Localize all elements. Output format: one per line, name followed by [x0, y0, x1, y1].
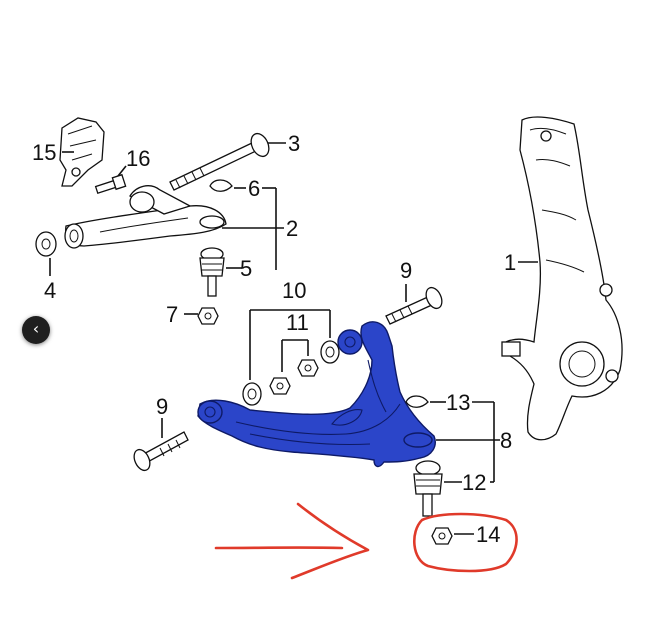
steering-knuckle-part: [501, 116, 623, 441]
label-4: 4: [44, 278, 56, 303]
bushing-10-left-part: [242, 382, 262, 406]
label-9-lower: 9: [156, 394, 168, 419]
upper-control-arm-part: [64, 185, 227, 249]
bolt-3-part: [169, 132, 270, 191]
ball-joint-12-part: [413, 460, 443, 517]
label-12: 12: [462, 470, 486, 495]
label-9-upper: 9: [400, 258, 412, 283]
label-8: 8: [500, 428, 512, 453]
chevron-left-icon[interactable]: ‹: [22, 316, 50, 344]
nut-14-part: [431, 527, 453, 545]
label-7: 7: [166, 302, 178, 327]
label-3: 3: [288, 131, 300, 156]
lower-control-arm-part: [197, 321, 436, 468]
back-glyph: ‹: [32, 319, 40, 338]
leader-16: [117, 165, 127, 177]
label-5: 5: [240, 256, 252, 281]
label-1: 1: [504, 250, 516, 275]
shield-bracket-part: [59, 117, 105, 187]
red-annotation: [214, 502, 518, 580]
ball-joint-5-part: [199, 247, 225, 297]
annotation-arrow-head: [290, 502, 370, 580]
label-16: 16: [126, 146, 150, 171]
clip-13-part: [405, 395, 429, 408]
label-14: 14: [476, 522, 500, 547]
nut-11-right-part: [297, 359, 319, 377]
nut-7-part: [197, 307, 219, 325]
label-2: 2: [286, 216, 298, 241]
label-13: 13: [446, 390, 470, 415]
bolt-9-lower-part: [133, 431, 189, 472]
label-15: 15: [32, 140, 56, 165]
bushing-10-right-part: [320, 340, 340, 364]
label-11: 11: [286, 310, 309, 335]
nut-4-part: [35, 231, 57, 257]
nut-11-left-part: [269, 377, 291, 395]
label-6: 6: [248, 176, 260, 201]
label-10: 10: [282, 278, 306, 303]
annotation-circle: [413, 512, 518, 573]
bolt-9-upper-part: [385, 286, 443, 325]
clip-6-part: [209, 179, 233, 192]
bolt-16-part: [94, 173, 127, 195]
